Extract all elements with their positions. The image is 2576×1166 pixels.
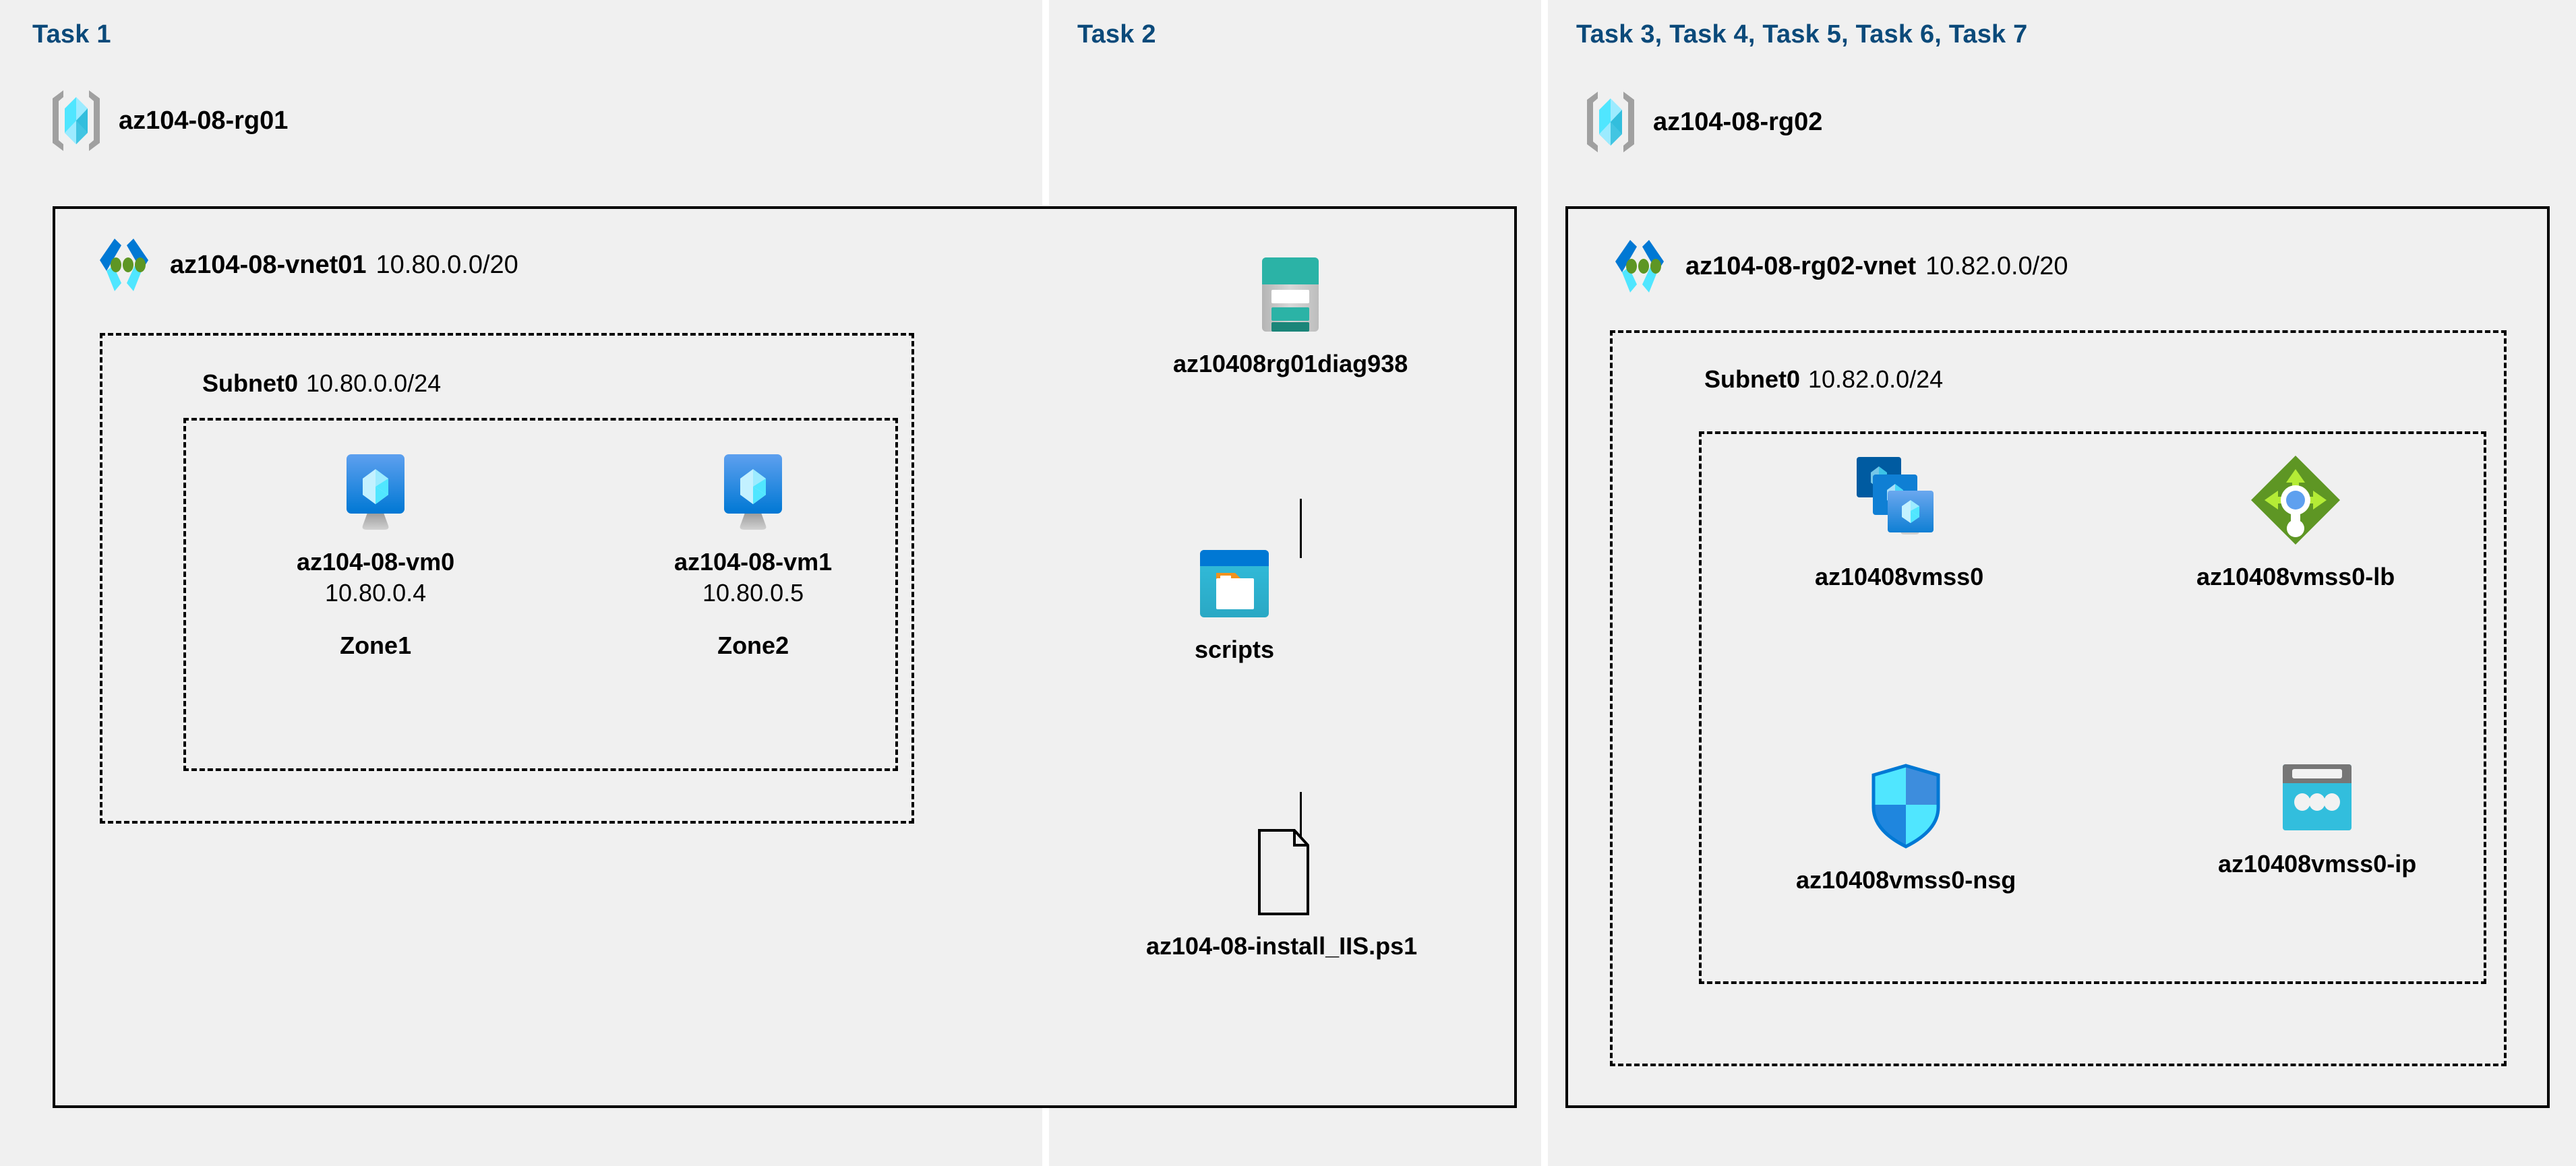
resource-group-header-rg01: az104-08-rg01 (49, 88, 288, 154)
availability-zone-boundary (183, 418, 898, 771)
virtual-network-icon (94, 236, 154, 294)
public-ip-address-name: az10408vmss0-ip (2218, 850, 2417, 878)
vnet-header-rg02-vnet: az104-08-rg02-vnet 10.82.0.0/20 (1610, 237, 2068, 295)
subnet-cidr: 10.82.0.0/24 (1808, 365, 1944, 393)
vnet-header-vnet01: az104-08-vnet01 10.80.0.0/20 (94, 236, 518, 294)
node-script-file[interactable]: az104-08-install_IIS.ps1 (1146, 828, 1417, 962)
connector-storage-to-container (1300, 499, 1302, 558)
load-balancer-icon (2248, 453, 2343, 547)
node-virtual-machine-vm1[interactable]: az104-08-vm1 10.80.0.5 Zone2 (674, 453, 832, 660)
vm-availability-zone: Zone2 (717, 632, 789, 660)
network-security-group-icon (1865, 762, 1946, 851)
script-file-icon (1246, 828, 1317, 917)
resource-group-icon (49, 88, 104, 154)
task-1-label: Task 1 (32, 20, 111, 49)
public-ip-address-icon (2277, 760, 2357, 834)
subnet-boundary-subnet0-vnet01 (100, 333, 914, 824)
vnet-boundary-vnet01 (53, 206, 1517, 1108)
subnet-boundary-subnet0-rg02vnet (1610, 330, 2507, 1066)
storage-account-icon (1257, 255, 1324, 334)
vnet-cidr: 10.80.0.0/20 (376, 250, 518, 279)
vm-name: az104-08-vm1 (674, 548, 833, 576)
node-virtual-machine-vm0[interactable]: az104-08-vm0 10.80.0.4 Zone1 (297, 453, 454, 660)
node-load-balancer[interactable]: az10408vmss0-lb (2196, 453, 2395, 592)
vm-availability-zone: Zone1 (340, 632, 412, 660)
resource-group-header-rg02: az104-08-rg02 (1583, 89, 1822, 155)
subnet-name: Subnet0 (202, 369, 299, 397)
node-network-security-group[interactable]: az10408vmss0-nsg (1796, 762, 2016, 896)
connector-container-to-script (1300, 792, 1302, 850)
task-3-7-label: Task 3, Task 4, Task 5, Task 6, Task 7 (1576, 20, 2028, 49)
network-security-group-name: az10408vmss0-nsg (1796, 866, 2016, 894)
vm-name: az104-08-vm0 (297, 548, 455, 576)
resource-group-name: az104-08-rg02 (1653, 107, 1823, 136)
script-file-name: az104-08-install_IIS.ps1 (1146, 932, 1418, 960)
vm-ip-address: 10.80.0.4 (325, 578, 427, 607)
storage-account-name: az10408rg01diag938 (1173, 350, 1408, 377)
subnet-name: Subnet0 (1704, 365, 1801, 393)
vnet-cidr: 10.82.0.0/20 (1925, 251, 2068, 280)
vnet-name: az104-08-vnet01 (170, 250, 367, 279)
vnet-boundary-rg02-vnet (1565, 206, 2550, 1108)
vm-scale-set-icon (1849, 453, 1950, 547)
load-balancer-name: az10408vmss0-lb (2196, 563, 2395, 590)
blob-container-icon (1197, 547, 1271, 620)
virtual-machine-icon (338, 453, 413, 532)
vnet-name: az104-08-rg02-vnet (1685, 251, 1917, 280)
node-storage-account[interactable]: az10408rg01diag938 (1173, 255, 1408, 379)
resource-group-icon (1583, 89, 1638, 155)
vm-scale-set-name: az10408vmss0 (1815, 563, 1984, 590)
resource-group-name: az104-08-rg01 (119, 106, 289, 135)
task-2-label: Task 2 (1077, 20, 1156, 49)
node-public-ip-address[interactable]: az10408vmss0-ip (2218, 760, 2416, 880)
scale-set-resources-boundary (1699, 431, 2486, 984)
virtual-machine-icon (716, 453, 790, 532)
virtual-network-icon (1610, 237, 1669, 295)
vm-ip-address: 10.80.0.5 (702, 578, 804, 607)
subnet-cidr: 10.80.0.0/24 (306, 369, 442, 397)
blob-container-name: scripts (1195, 636, 1275, 663)
node-blob-container[interactable]: scripts (1195, 547, 1274, 665)
node-vm-scale-set[interactable]: az10408vmss0 (1815, 453, 1983, 592)
